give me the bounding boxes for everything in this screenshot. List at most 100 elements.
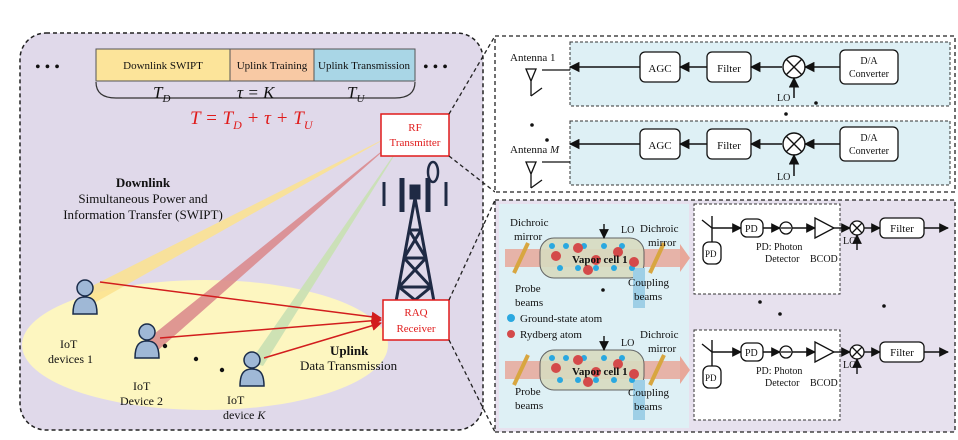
segment-uplink-transmission [313, 48, 416, 82]
vc2-ground-atom [601, 355, 607, 361]
tx-chain-m-blocks: AGC Filter LO D/A Converter [568, 126, 899, 183]
vc1-beam-head [680, 244, 690, 272]
vc1-ground-atom [549, 243, 555, 249]
vc2-mirror-left [512, 354, 530, 386]
vc1-rydberg-atom [551, 251, 561, 261]
det1-pd-bottom-label: PD [705, 249, 717, 259]
vc2-beam-head [680, 356, 690, 384]
det1-lo-label: LO [843, 236, 856, 247]
vc1-mirror-left [512, 242, 530, 274]
probe-label-2a: Probe [515, 386, 541, 398]
raq-receiver-l2: Receiver [396, 323, 435, 335]
tau-label: τ = K [237, 83, 276, 102]
coupling-label-1a: Coupling [628, 277, 669, 289]
vc1-coupling-beam [633, 268, 645, 308]
vc1-label: Vapor cell 1 [572, 254, 628, 266]
td-label: TD [153, 83, 170, 105]
probe-label-1b: beams [515, 297, 543, 309]
da-label-mb: Converter [849, 146, 890, 157]
vc2-ground-atom [563, 355, 569, 361]
vc1-ground-atom [601, 243, 607, 249]
vc2-rydberg-atom [573, 355, 583, 365]
segment-label-training: Uplink Training [237, 60, 308, 72]
tu-label: TU [347, 83, 365, 105]
dichroic-right-l2: mirror [648, 237, 676, 249]
coupling-label-1b: beams [634, 291, 662, 303]
rx-lo-label-1: LO [621, 225, 634, 236]
antenna-1-label: Antenna 1 [510, 52, 556, 64]
det2-pd-desc-1: PD: Photon [756, 366, 802, 377]
da-converter-1 [839, 49, 899, 85]
downlink-line-1: Simultaneous Power and [78, 191, 208, 206]
det1-mixer-x [851, 222, 863, 234]
dichroic-right2-l1: Dichroic [640, 329, 679, 341]
vc2-rydberg-atom [551, 363, 561, 373]
vc1-ground-atom [575, 265, 581, 271]
dichroic-right-l1: Dichroic [640, 223, 679, 235]
det1-pd-top-label: PD [745, 224, 758, 235]
det2-filter-label: Filter [890, 347, 914, 359]
segment-label-downlink: Downlink SWIPT [123, 60, 203, 72]
coverage-area [22, 280, 388, 410]
antenna-1-icon [525, 68, 543, 97]
lo-label-1: LO [777, 93, 790, 104]
uplink-title: Uplink [330, 343, 369, 358]
vc2-coupling-beam [633, 380, 645, 420]
device-k-l1: IoT [227, 393, 245, 407]
vc2-mirror-right [648, 354, 666, 386]
probe-label-2b: beams [515, 400, 543, 412]
dichroic-left-l1: Dichroic [510, 217, 549, 229]
device-2-l1: IoT [133, 379, 151, 393]
det1-bcod-label: BCOD [810, 254, 838, 265]
rydberg-atom-legend-icon [507, 330, 515, 338]
vc2-ground-atom [557, 377, 563, 383]
agc-label-m: AGC [648, 140, 671, 152]
filter-label-1: Filter [717, 63, 741, 75]
coupling-label-2b: beams [634, 401, 662, 413]
det2-pd-bottom [702, 365, 722, 389]
ground-atom-legend: Ground-state atom [520, 313, 603, 325]
det1-pd-bottom [702, 241, 722, 265]
vc2-rydberg-atom [583, 377, 593, 387]
rydberg-atom-legend: Rydberg atom [520, 329, 582, 341]
device-1-l2: devices 1 [48, 352, 93, 366]
zoom-lines [448, 35, 496, 433]
device-2-l2: Device 2 [120, 394, 163, 408]
raq-receiver-box [382, 299, 450, 341]
dichroic-right2-l2: mirror [648, 343, 676, 355]
vc2-rydberg-atom [629, 369, 639, 379]
ellipsis-left: • • • [35, 59, 60, 76]
coupling-label-2a: Coupling [628, 387, 669, 399]
det1-filter-label: Filter [890, 223, 914, 235]
det1-pd-desc-2: Detector [765, 254, 800, 265]
vc1-ground-atom [611, 265, 617, 271]
da-converter-m [839, 126, 899, 162]
downlink-title: Downlink [116, 175, 171, 190]
uplink-arrows [99, 281, 383, 359]
vc1-rydberg-atom [583, 265, 593, 275]
det2-amplifier-icon [814, 340, 836, 364]
vc1-rydberg-atom [591, 255, 601, 265]
device-k-l2: device K [223, 408, 266, 422]
lo-label-m: LO [777, 172, 790, 183]
det2-lo-label: LO [843, 360, 856, 371]
vc2-ground-atom [575, 377, 581, 383]
ground-atom-legend-icon [507, 314, 515, 322]
filter-label-m: Filter [717, 140, 741, 152]
vapor-cell-1: Vapor cell 1 [505, 224, 690, 308]
vc2-ground-atom [549, 355, 555, 361]
vc1-rydberg-atom [613, 247, 623, 257]
frame-brace [95, 81, 416, 99]
frame-structure: • • • • • • Downlink SWIPT Uplink Traini… [35, 48, 448, 132]
det2-pd-desc-2: Detector [765, 378, 800, 389]
tower [382, 160, 448, 320]
rf-transmitter-l1: RF [408, 122, 421, 134]
raq-receiver-l1: RAQ [404, 307, 427, 319]
probe-label-1a: Probe [515, 283, 541, 295]
segment-label-transmission: Uplink Transmission [318, 60, 410, 72]
device-1-l1: IoT [60, 337, 78, 351]
vc2-rydberg-atom [613, 359, 623, 369]
dichroic-left-l2: mirror [514, 231, 542, 243]
det2-tap [701, 343, 713, 353]
